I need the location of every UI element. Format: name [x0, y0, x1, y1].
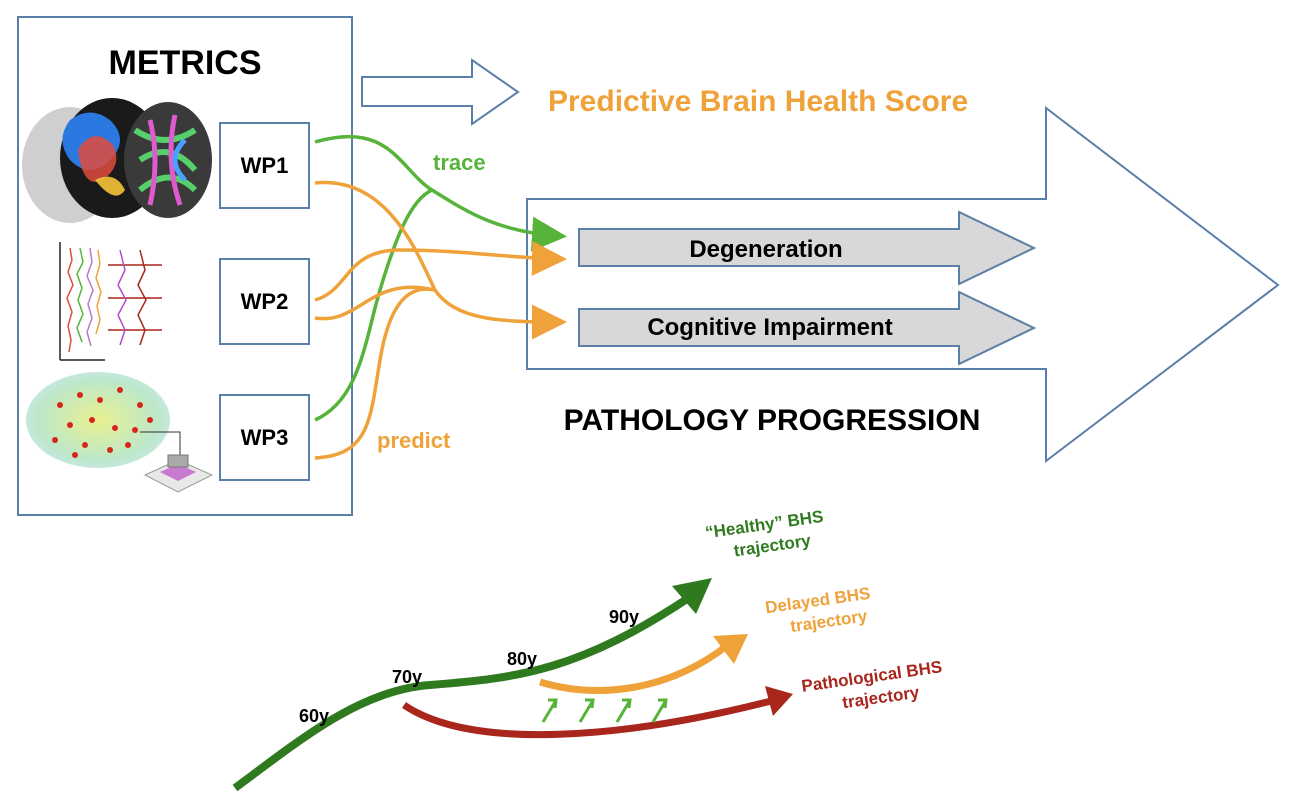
pathological-trajectory-line [402, 696, 776, 739]
degeneration-label: Degeneration [689, 236, 842, 263]
age-60y: 60y [299, 706, 329, 726]
wp2-box: WP2 [219, 258, 310, 345]
cognitive-impairment-label: Cognitive Impairment [647, 314, 892, 341]
age-80y: 80y [507, 649, 537, 669]
healthy-trajectory-line [232, 593, 693, 792]
wp2-label: WP2 [241, 289, 289, 314]
brain-network-device-image [26, 372, 214, 493]
age-70y: 70y [392, 667, 422, 687]
pathology-progression-title: PATHOLOGY PROGRESSION [564, 404, 981, 437]
score-arrow [361, 58, 520, 126]
wp1-label: WP1 [241, 153, 289, 178]
delayed-trajectory-line [538, 642, 731, 694]
cognitive-impairment-arrow [578, 290, 1037, 366]
brain-tractography-image [22, 98, 212, 223]
trace-flows [314, 134, 567, 422]
intervention-arrows [541, 698, 668, 723]
pathology-progression-arrow [526, 105, 1280, 464]
trace-label: trace [433, 150, 486, 175]
wp3-box: WP3 [219, 394, 310, 481]
wp1-box: WP1 [219, 122, 310, 209]
age-90y: 90y [609, 607, 639, 627]
metrics-title: METRICS [109, 44, 262, 82]
wp3-label: WP3 [241, 425, 289, 450]
trajectory-plot [232, 578, 793, 792]
eeg-signals-plot [59, 242, 162, 361]
predict-flows [314, 180, 567, 460]
predict-label: predict [377, 428, 451, 453]
score-title: Predictive Brain Health Score [548, 85, 968, 118]
degeneration-arrow [578, 210, 1037, 286]
